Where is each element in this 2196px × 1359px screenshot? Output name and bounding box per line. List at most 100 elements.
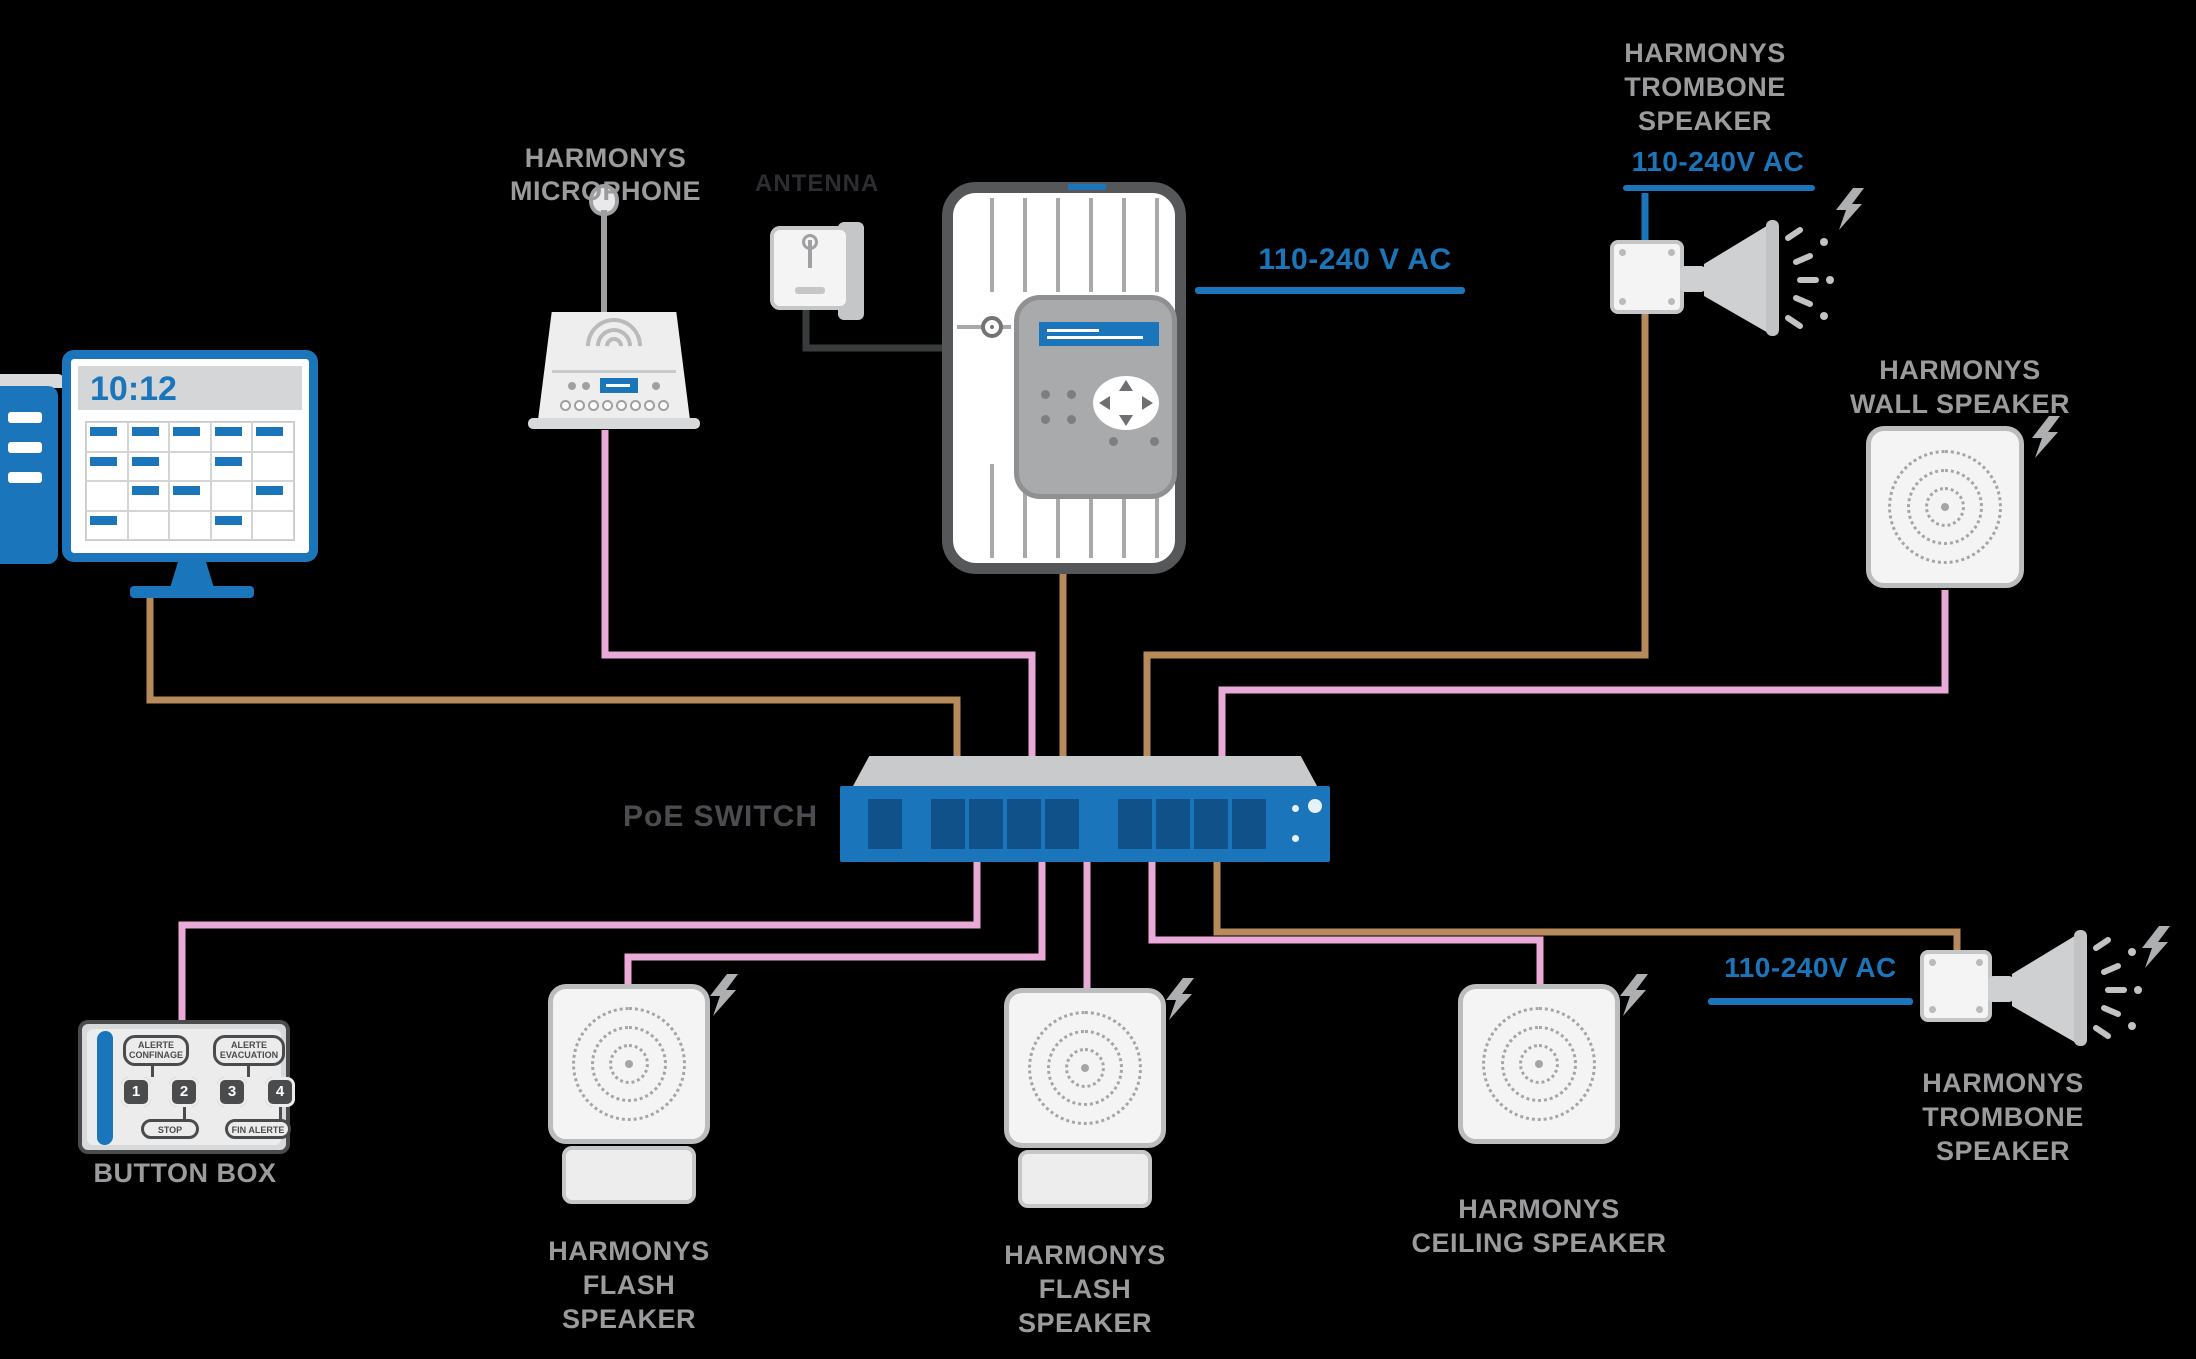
blue-ribbon [97,1030,113,1146]
status-led [1292,835,1299,842]
power-underline [1708,998,1913,1005]
wall-speaker-label: HARMONYS WALL SPEAKER [1849,355,2071,419]
stop-label: STOP [141,1119,199,1139]
ethernet-port [1045,799,1079,849]
console-button [644,400,655,411]
console-button [616,400,627,411]
wire-microphone-to-switch [601,430,1036,778]
button-box: ALERTE CONFINAGE ALERTE EVACUATION 1 2 3… [78,1020,295,1154]
flash-speaker-2-label: HARMONYS FLASH SPEAKER [1004,1240,1166,1338]
alert-button-4: 4 [265,1077,295,1107]
master-clock-panel [1014,295,1177,499]
tower-slot [8,412,42,423]
microphone-label: HARMONYS MICROPHONE [509,143,701,206]
power-underline [1195,287,1465,294]
button-box-caption: BUTTON BOX [93,1158,277,1188]
power-lightning-icon [2142,926,2170,968]
arrow-right-icon [1142,396,1153,410]
wire-switch-to-flashspeaker1 [624,858,1046,990]
alert-button-3: 3 [217,1077,247,1107]
horn-speaker-icon [1680,220,1834,336]
antenna-label: ANTENNA [755,170,880,197]
vent-stripes-top [961,198,1167,292]
console-button [560,400,571,411]
master-clock-display [1039,322,1159,346]
schedule-grid [85,421,295,541]
power-led [1308,799,1322,813]
master-clock [942,182,1186,574]
console-button [574,400,585,411]
brand-mark [1068,184,1106,190]
power-lightning-icon [1836,188,1864,230]
pc-tower-top [0,374,64,388]
ethernet-port [868,799,902,849]
microphone-console [538,312,690,420]
tower-slot [8,442,42,453]
wire-switch-to-horn-bottom [1213,858,1961,954]
arrow-left-icon [1099,396,1110,410]
wire-horn-top-to-switch [1143,312,1649,778]
wire-monitor-to-switch [146,592,961,778]
flash-speaker-1-label: HARMONYS FLASH SPEAKER [548,1236,710,1334]
alert-button-1: 1 [121,1077,151,1107]
ethernet-port [1007,799,1041,849]
ethernet-port [1156,799,1190,849]
antenna-icon [808,240,812,268]
masterclock-power-label: 110-240 V AC [1258,243,1452,276]
horn-speaker-icon [1988,930,2142,1046]
screw-icon [981,316,1003,338]
console-led [652,382,660,390]
console-led [568,382,576,390]
console-divider [552,370,676,373]
arrow-up-icon [1119,380,1133,391]
keypad-dot [1067,415,1076,424]
keypad-dot [1150,437,1159,446]
ceiling-speaker-label: HARMONYS CEILING SPEAKER [1411,1194,1667,1258]
horn-bottom-junction-box [1920,950,1992,1022]
status-led [1292,805,1299,812]
console-button [658,400,669,411]
ethernet-port [1194,799,1228,849]
poe-switch [840,786,1330,862]
power-lightning-icon [1620,974,1648,1016]
pc-tower [0,386,58,564]
console-button [602,400,613,411]
keypad-dot [1041,415,1050,424]
navigation-pad [1093,376,1159,430]
console-button [588,400,599,411]
switch-top-face [853,756,1317,786]
tower-slot [8,472,42,483]
wall-speaker [1866,426,2024,588]
flash-strip [1018,1150,1152,1208]
ethernet-port [969,799,1003,849]
flash-speaker-2 [1004,988,1166,1148]
alert-evacuation-label: ALERTE EVACUATION [213,1035,285,1066]
console-button [630,400,641,411]
wire-switch-to-buttonbox [178,858,981,1024]
alert-confinage-label: ALERTE CONFINAGE [123,1035,189,1066]
wire-antenna-to-masterclock [802,308,952,352]
flash-speaker-1 [548,984,710,1144]
clock-time: 10:12 [90,370,177,408]
poe-switch-label: PoE SWITCH [623,800,818,833]
wire-wallspeaker-to-switch [1218,590,1949,778]
power-lightning-icon [2032,416,2060,458]
ethernet-port [1118,799,1152,849]
console-display [600,378,638,393]
alert-button-2: 2 [169,1077,199,1107]
wire-switch-to-ceilingspeaker [1148,858,1544,990]
power-lightning-icon [710,974,738,1016]
horn-bottom-power-label: 110-240V AC [1724,952,1897,983]
horn-top-junction-box [1610,240,1684,314]
monitor-stand-neck [170,562,214,588]
horn-top-power-label: 110-240V AC [1631,146,1805,177]
arrow-down-icon [1119,415,1133,426]
ethernet-port [931,799,965,849]
power-lightning-icon [1166,978,1194,1020]
monitor-stand-base [130,586,254,598]
keypad-dot [1067,390,1076,399]
fin-alerte-label: FIN ALERTE [225,1119,291,1139]
keypad-dot [1109,437,1118,446]
